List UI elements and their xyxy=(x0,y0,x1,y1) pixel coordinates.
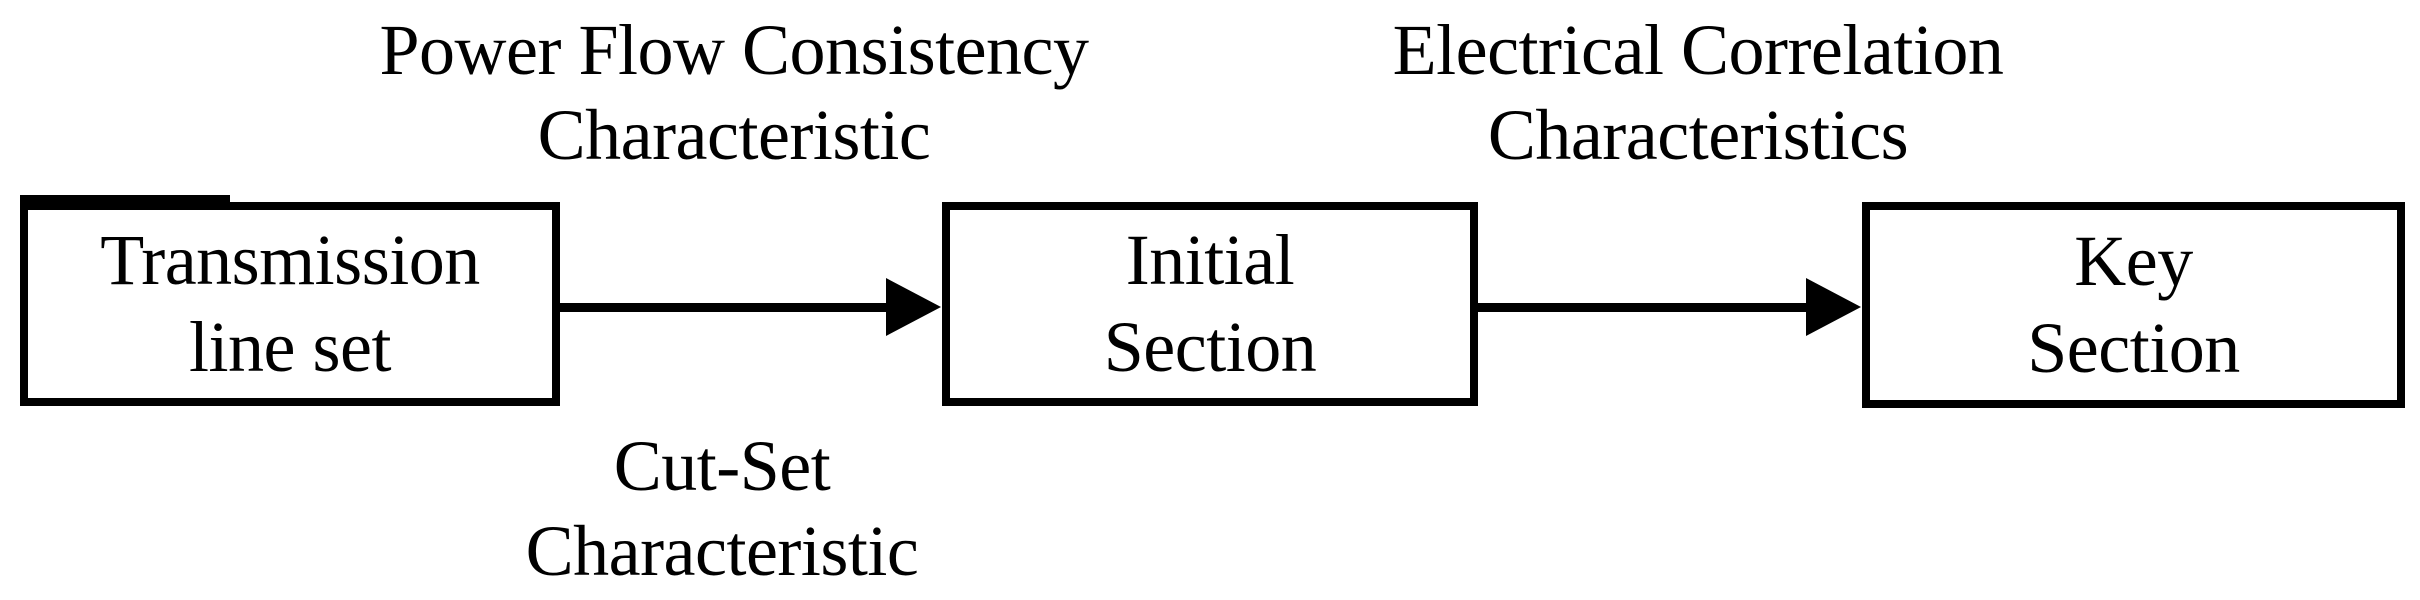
node-initial-section: Initial Section xyxy=(942,202,1478,406)
node-label-line: line set xyxy=(189,307,391,387)
arrow-2-head-icon xyxy=(1806,278,1861,336)
arrow-1-shaft xyxy=(560,303,892,312)
edge-label-line: Characteristic xyxy=(537,95,931,175)
edge-label-cut-set: Cut-Set Characteristic xyxy=(322,424,1122,594)
box-top-border-artifact xyxy=(20,195,230,204)
edge-label-line: Characteristics xyxy=(1487,95,1909,175)
edge-label-line: Electrical Correlation xyxy=(1392,10,2004,90)
node-label-line: Key xyxy=(2074,221,2193,301)
edge-label-electrical-correlation: Electrical Correlation Characteristics xyxy=(1298,8,2098,178)
node-transmission-line-set: Transmission line set xyxy=(20,202,560,406)
node-label-line: Transmission xyxy=(100,220,480,300)
edge-label-line: Cut-Set xyxy=(613,426,831,506)
node-label-line: Section xyxy=(2027,308,2240,388)
arrow-1-head-icon xyxy=(886,278,941,336)
edge-label-line: Power Flow Consistency xyxy=(379,10,1090,90)
arrow-2-shaft xyxy=(1478,303,1810,312)
node-label-line: Section xyxy=(1103,307,1317,387)
edge-label-power-flow-consistency: Power Flow Consistency Characteristic xyxy=(334,8,1134,178)
node-label-line: Initial xyxy=(1125,220,1295,300)
edge-label-line: Characteristic xyxy=(525,511,919,591)
node-key-section: Key Section xyxy=(1862,202,2405,408)
